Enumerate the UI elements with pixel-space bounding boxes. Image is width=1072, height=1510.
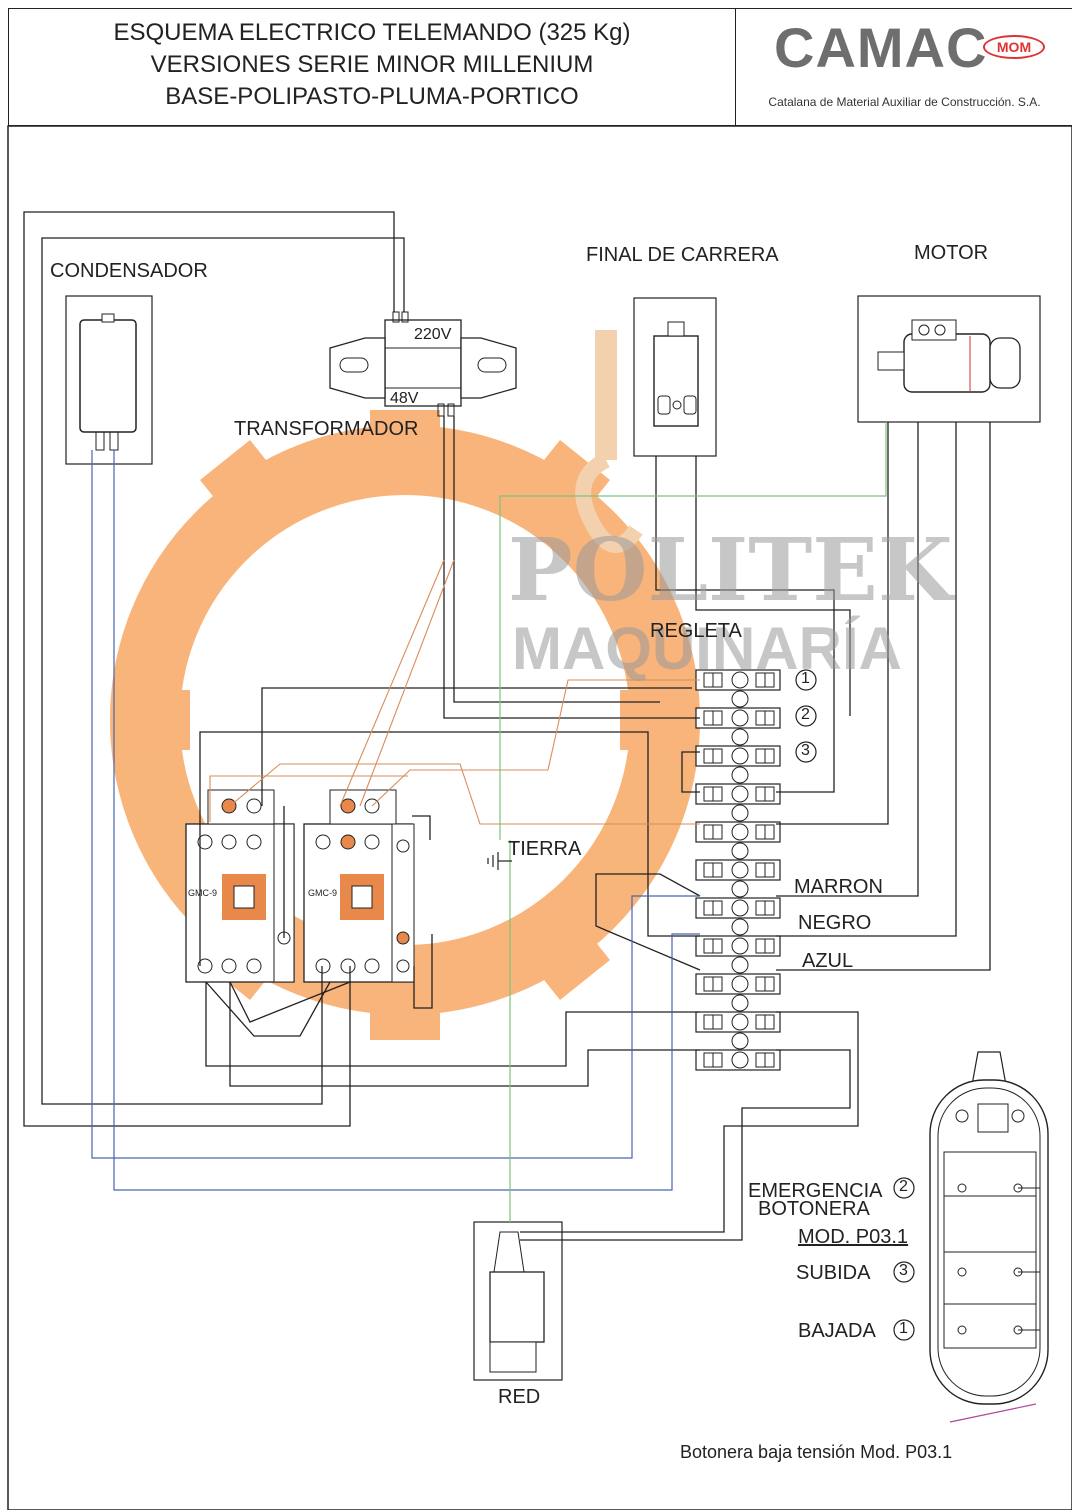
watermark-brand: POLITEK xyxy=(508,520,953,621)
footer-note: Botonera baja tensión Mod. P03.1 xyxy=(680,1442,953,1462)
botonera-model-label: MOD. P03.1 xyxy=(798,1226,909,1248)
botonera-pendant xyxy=(929,1051,1049,1423)
regleta-number-1-circle xyxy=(795,669,817,691)
regleta-number-2: 2 xyxy=(801,706,810,723)
green-wiring xyxy=(499,422,887,1222)
tierra-symbol xyxy=(487,852,512,870)
title-line-1: ESQUEMA ELECTRICO TELEMANDO (325 Kg) xyxy=(113,19,631,46)
regleta-terminal-row xyxy=(695,859,781,898)
logo-wordmark: CAMAC xyxy=(774,16,988,79)
subida-number-circle xyxy=(893,1261,915,1283)
botonera-bajada-number: 1 xyxy=(899,1320,908,1337)
contactor-1-model: GMC-9 xyxy=(188,888,217,898)
wire-label-marron: MARRON xyxy=(794,876,883,898)
regleta-number-2-circle xyxy=(795,705,817,727)
voltage-out-label: 48V xyxy=(390,390,419,407)
page-frame xyxy=(7,125,1072,1510)
blue-wiring xyxy=(91,450,700,1191)
botonera-subida-number: 3 xyxy=(899,1262,908,1279)
camac-logo: CAMAC MOM Catalana de Material Auxiliar … xyxy=(736,9,1072,125)
regleta-terminal-row xyxy=(695,821,781,860)
voltage-in-label: 220V xyxy=(414,326,452,343)
wire-label-negro: NEGRO xyxy=(798,912,872,934)
transformador-symbol xyxy=(329,311,517,417)
regleta-terminal-row xyxy=(695,973,781,1012)
regleta-terminal-row xyxy=(695,1011,781,1050)
contactor-2-model: GMC-9 xyxy=(308,888,337,898)
regleta-label: REGLETA xyxy=(650,620,742,642)
title-area: ESQUEMA ELECTRICO TELEMANDO (325 Kg) VER… xyxy=(9,9,736,125)
motor-box xyxy=(857,295,1041,423)
transformador-label: TRANSFORMADOR xyxy=(234,418,419,440)
botonera-emergencia-label: EMERGENCIA xyxy=(748,1180,883,1202)
final-carrera-label: FINAL DE CARRERA xyxy=(586,244,779,266)
red-label: RED xyxy=(498,1386,541,1408)
regleta-terminal-row xyxy=(695,707,781,746)
title-line-2: VERSIONES SERIE MINOR MILLENIUM xyxy=(150,51,594,78)
title-block: ESQUEMA ELECTRICO TELEMANDO (325 Kg) VER… xyxy=(8,8,1072,126)
regleta-terminal-strip xyxy=(695,669,781,1071)
regleta-number-1: 1 xyxy=(801,670,810,687)
condensador-box xyxy=(65,295,153,465)
regleta-terminal-row xyxy=(695,783,781,822)
regleta-terminal-row xyxy=(695,935,781,974)
emergencia-number-circle xyxy=(893,1177,915,1199)
contactor-2 xyxy=(303,789,415,983)
tierra-label: TIERRA xyxy=(508,838,582,860)
botonera-label: BOTONERA xyxy=(758,1198,870,1220)
final-carrera-box xyxy=(633,297,717,457)
regleta-terminal-row xyxy=(695,669,781,708)
title-line-3: BASE-POLIPASTO-PLUMA-PORTICO xyxy=(165,83,579,110)
watermark-tagline: MAQUINARÍA xyxy=(512,615,902,682)
red-plug-box xyxy=(473,1221,563,1381)
condensador-label: CONDENSADOR xyxy=(50,260,208,282)
motor-label: MOTOR xyxy=(914,242,989,264)
regleta-number-3: 3 xyxy=(801,742,810,759)
regleta-number-3-circle xyxy=(795,741,817,763)
contactor-1 xyxy=(185,789,295,983)
logo-badge: MOM xyxy=(983,35,1045,59)
regleta-terminal-row xyxy=(695,745,781,784)
wire-label-azul: AZUL xyxy=(802,950,854,972)
regleta-terminal-row xyxy=(695,897,781,936)
bajada-number-circle xyxy=(893,1319,915,1341)
botonera-subida-label: SUBIDA xyxy=(796,1262,871,1284)
botonera-emergencia-number: 2 xyxy=(899,1178,908,1195)
company-name: Catalana de Material Auxiliar de Constru… xyxy=(768,95,1041,109)
black-wiring xyxy=(23,211,991,1241)
orange-wiring xyxy=(209,559,700,825)
botonera-bajada-label: BAJADA xyxy=(798,1320,876,1342)
regleta-terminal-row xyxy=(695,1049,781,1071)
